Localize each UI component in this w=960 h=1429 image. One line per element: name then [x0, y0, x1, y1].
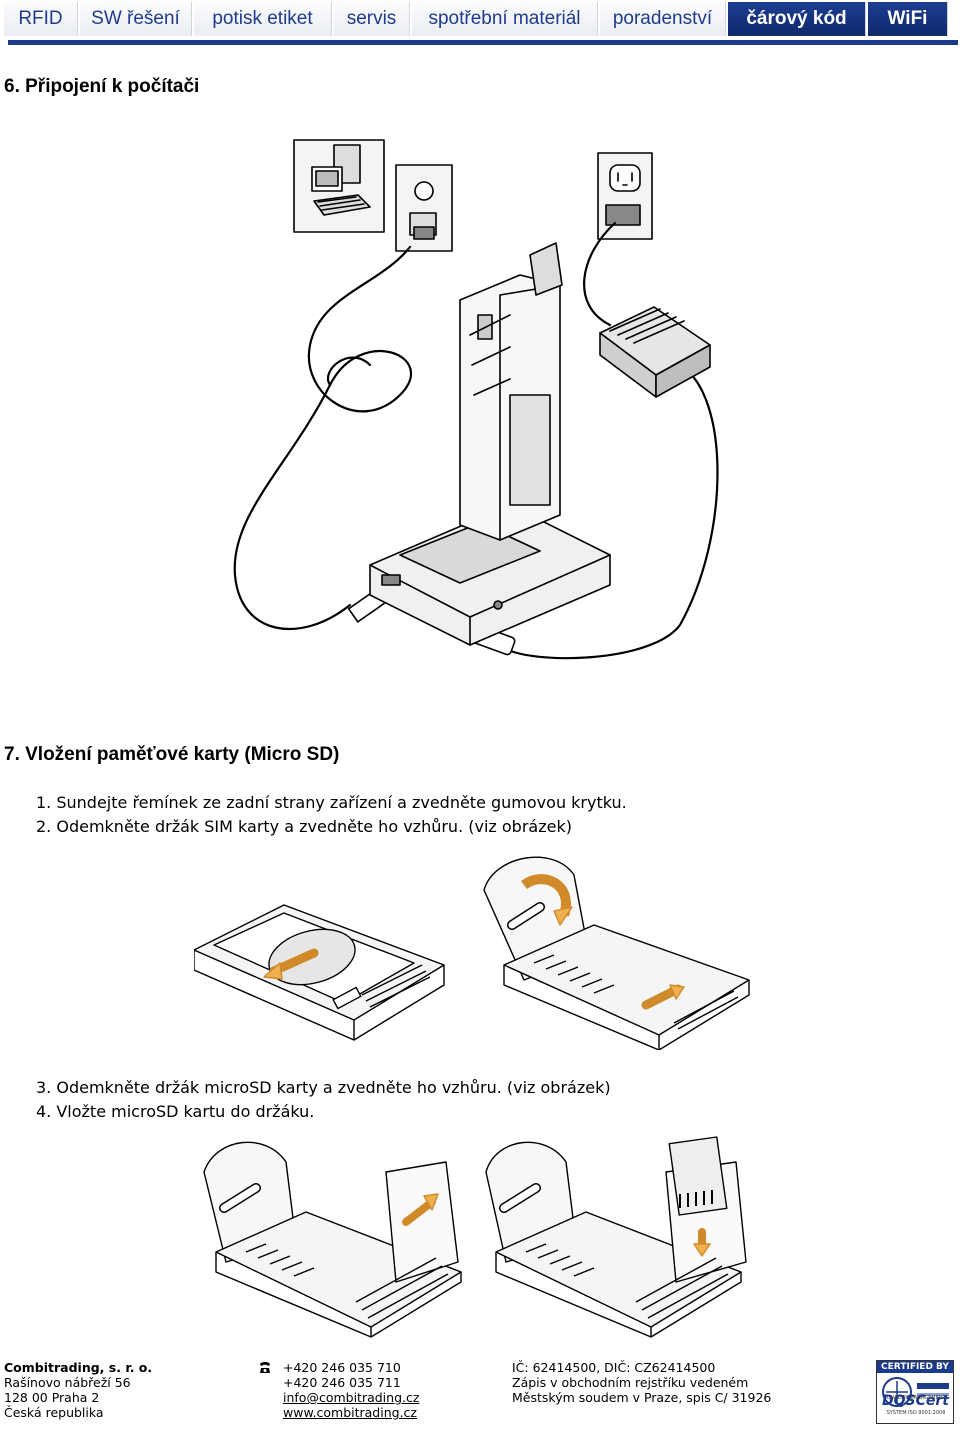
step-1-text: 1. Sundejte řemínek ze zadní strany zaří… [36, 793, 627, 812]
microsd-card-insert-icon [485, 1136, 747, 1338]
nav-item-wifi[interactable]: WiFi [868, 2, 948, 36]
company-ids: IČ: 62414500, DIČ: CZ62414500 [512, 1360, 716, 1375]
top-navigation: RFID SW řešení potisk etiket servis spot… [4, 2, 958, 46]
company-name: Combitrading, s. r. o. [4, 1360, 153, 1375]
phone-icon [260, 1362, 270, 1373]
website-link[interactable]: www.combitrading.cz [283, 1405, 417, 1420]
sim-holder-open-icon [483, 856, 750, 1050]
nav-item-servis[interactable]: servis [334, 2, 410, 36]
power-outlet-icon [597, 152, 653, 240]
company-city: 128 00 Praha 2 [4, 1390, 100, 1405]
nav-item-rfid[interactable]: RFID [4, 2, 78, 36]
email-link[interactable]: info@combitrading.cz [283, 1390, 420, 1405]
cert-logo-icon [882, 1377, 949, 1407]
nav-item-sw-reseni[interactable]: SW řešení [80, 2, 192, 36]
cert-subtitle: QUALITY MANAGEMENT SYSTEM ISO 9001:2008 [886, 1395, 946, 1416]
certification-badge-icon: CERTIFIED BY DQSCert QUALITY MANAGEMENT … [876, 1360, 954, 1424]
cradle-connection-illustration [233, 139, 719, 660]
footer-phone-icon-col [258, 1360, 272, 1378]
nav-item-potisk-etiket[interactable]: potisk etiket [194, 2, 332, 36]
cert-top-label: CERTIFIED BY [877, 1361, 953, 1373]
power-adapter-icon [599, 306, 711, 398]
section-6-title: 6. Připojení k počítači [4, 76, 200, 97]
company-country: Česká republika [4, 1405, 104, 1420]
section-7-title: 7. Vložení paměťové karty (Micro SD) [4, 744, 340, 765]
registry-line-2: Městským soudem v Praze, spis C/ 31926 [512, 1390, 772, 1405]
computer-icon [293, 139, 385, 233]
cert-brand: DQSCert [882, 1393, 949, 1409]
phone-1[interactable]: +420 246 035 710 [283, 1360, 401, 1375]
company-street: Rašínovo nábřeží 56 [4, 1375, 131, 1390]
footer-registration: IČ: 62414500, DIČ: CZ62414500 Zápis v ob… [512, 1360, 771, 1405]
nav-item-carovy-kod[interactable]: čárový kód [728, 2, 866, 36]
step-3-text: 3. Odemkněte držák microSD karty a zvedn… [36, 1078, 611, 1097]
microsd-holder-illustration [203, 1136, 747, 1338]
footer: Combitrading, s. r. o. Rašínovo nábřeží … [4, 1360, 954, 1424]
nav-item-poradenstvi[interactable]: poradenství [600, 2, 726, 36]
microsd-holder-open-icon [203, 1141, 462, 1338]
sim-holder-closed-icon [194, 904, 445, 1041]
registry-line-1: Zápis v obchodním rejstříku vedeném [512, 1375, 749, 1390]
phone-2[interactable]: +420 246 035 711 [283, 1375, 401, 1390]
nav-item-spotrebni-material[interactable]: spotřební materiál [412, 2, 598, 36]
step-2-text: 2. Odemkněte držák SIM karty a zvedněte … [36, 817, 572, 836]
footer-contact: +420 246 035 710 +420 246 035 711 info@c… [283, 1360, 419, 1420]
charging-cradle-icon [369, 242, 611, 646]
nav-divider [8, 40, 958, 45]
wall-port-plate-icon [395, 164, 453, 252]
footer-company: Combitrading, s. r. o. Rašínovo nábřeží … [4, 1360, 152, 1420]
step-4-text: 4. Vložte microSD kartu do držáku. [36, 1102, 315, 1121]
sim-holder-illustration [194, 856, 750, 1050]
